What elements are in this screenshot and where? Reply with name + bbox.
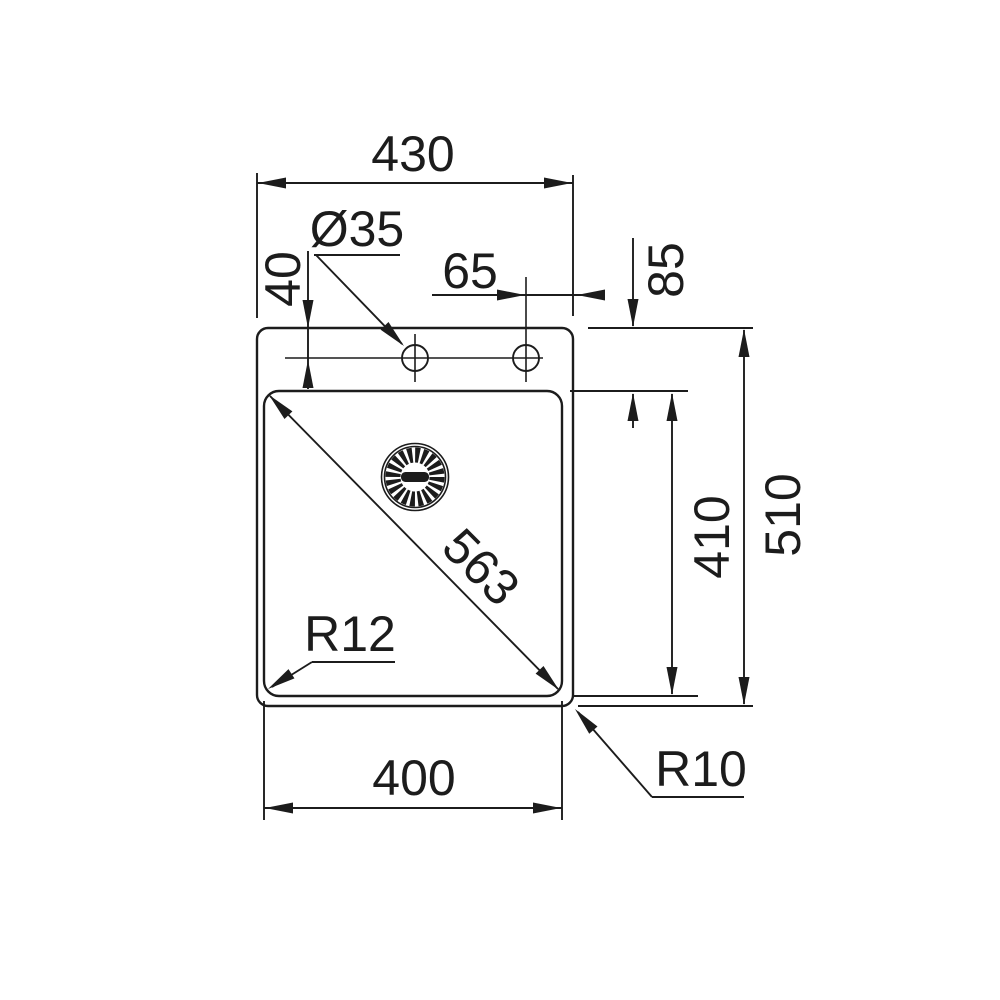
dim-o35-label: Ø35	[310, 201, 405, 257]
dim-400-arrow-left	[265, 802, 293, 814]
drain-strainer	[380, 442, 450, 512]
sink-bowl-edge	[262, 389, 564, 698]
dim-85-arrow-top	[627, 299, 639, 327]
dim-outer-corner-radius: R10	[570, 705, 747, 798]
dim-400-arrow-right	[533, 802, 561, 814]
dim-r10-arrow	[570, 705, 598, 734]
dim-65-label: 65	[442, 243, 498, 299]
drain-teeth	[385, 447, 445, 507]
sink-outline	[255, 326, 575, 708]
dim-rim-to-bowl: 85	[570, 238, 753, 428]
dim-bowl-width: 400	[263, 701, 563, 820]
dim-430-arrow-right	[544, 177, 572, 189]
dim-410-arrow-bottom	[666, 667, 678, 695]
drain-outer-ring	[380, 442, 450, 512]
dim-overall-width: 430	[256, 126, 574, 318]
dim-hole-offset-top: 40	[255, 251, 314, 389]
tap-holes	[285, 277, 543, 382]
dim-85-label: 85	[638, 242, 694, 298]
dim-65-arrow-right	[577, 289, 605, 301]
dim-400-label: 400	[372, 750, 455, 806]
dim-40-label: 40	[255, 251, 311, 307]
drain-inner-ring	[383, 445, 447, 509]
dim-65-arrow-left	[497, 289, 525, 301]
dim-430-label: 430	[371, 126, 454, 182]
dim-bowl-depth: 410	[572, 393, 740, 697]
dim-overall-depth: 510	[578, 329, 811, 707]
dim-o35-arrow	[380, 322, 408, 350]
dim-bowl-corner-radius: R12	[265, 606, 396, 694]
dim-r10-label: R10	[655, 741, 747, 797]
dim-r12-arrow	[265, 669, 295, 694]
drain-slot	[401, 472, 429, 482]
dim-410-arrow-top	[666, 393, 678, 421]
dim-85-arrow-bottom	[627, 393, 639, 421]
dim-410-label: 410	[684, 495, 740, 578]
dim-tap-hole-diameter: Ø35	[310, 201, 408, 350]
dim-hole-offset-right: 65	[432, 243, 605, 301]
dim-40-arrow-bottom	[302, 360, 314, 388]
dim-563-line	[269, 395, 559, 690]
sink-outer-edge	[255, 326, 575, 708]
dim-r12-label: R12	[304, 606, 396, 662]
dim-563-label: 563	[432, 518, 531, 617]
dim-430-arrow-left	[258, 177, 286, 189]
dim-510-arrow-top	[738, 329, 750, 357]
dim-510-arrow-bottom	[738, 677, 750, 705]
dim-510-label: 510	[755, 473, 811, 556]
